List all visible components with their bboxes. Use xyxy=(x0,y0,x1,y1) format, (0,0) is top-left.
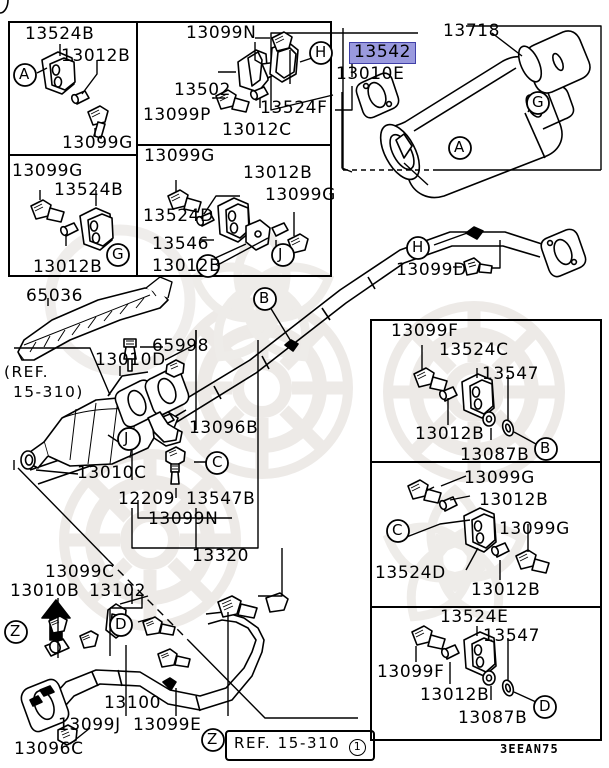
label-13099C[interactable]: 13099C xyxy=(45,562,115,582)
callout-D-frontpipe: D xyxy=(115,615,128,633)
label-13012B-p1[interactable]: 13012B xyxy=(61,46,131,66)
label-13012B-p4a[interactable]: 13012B xyxy=(243,163,313,183)
label-13099E[interactable]: 13099E xyxy=(133,715,202,735)
callout-J-catalyst: J xyxy=(124,429,130,447)
label-13012C-p3[interactable]: 13012C xyxy=(222,120,292,140)
heat-shield xyxy=(17,276,173,372)
panel-top-mid-a-art xyxy=(212,31,319,113)
panel-frames xyxy=(8,21,602,741)
label-13099F-r1[interactable]: 13099F xyxy=(391,321,459,341)
label-13102[interactable]: 13102 xyxy=(89,581,147,601)
label-13524E-r3[interactable]: 13524E xyxy=(440,607,509,627)
callout-circles xyxy=(4,41,558,752)
ref-note-line2: 15-310) xyxy=(13,383,84,401)
label-13012B-p2[interactable]: 13012B xyxy=(33,257,103,277)
callout-B-right1: B xyxy=(540,439,551,457)
label-13099G-p4b[interactable]: 13099G xyxy=(265,185,336,205)
callout-B-midpipe: B xyxy=(259,289,270,307)
label-13099P-p3[interactable]: 13099P xyxy=(143,105,211,125)
callout-A-panel1: A xyxy=(19,65,30,83)
panel-right-3-art xyxy=(411,625,537,703)
bolt-c xyxy=(142,616,176,636)
label-13010D[interactable]: 13010D xyxy=(95,350,166,370)
label-65998[interactable]: 65998 xyxy=(152,336,210,356)
label-13542-highlighted[interactable]: 13542 xyxy=(349,42,417,64)
ref-box[interactable]: REF. 15-310 1 xyxy=(225,730,375,761)
callout-G-muffler: G xyxy=(532,93,545,111)
label-13524B-p1[interactable]: 13524B xyxy=(25,24,95,44)
label-13087B-r1[interactable]: 13087B xyxy=(460,445,530,465)
panel-right-1-art xyxy=(413,345,537,445)
bolt-b xyxy=(79,630,99,649)
label-13099G-p4a[interactable]: 13099G xyxy=(144,146,215,166)
panel-top-left-b-art xyxy=(30,190,119,253)
label-13087B-r3[interactable]: 13087B xyxy=(458,708,528,728)
label-13546-p4[interactable]: 13546 xyxy=(152,234,210,254)
callout-H-midpipe: H xyxy=(412,238,424,256)
label-13524F-p3[interactable]: 13524F xyxy=(260,98,328,118)
panel-top-mid-b-art xyxy=(167,180,309,269)
ref-box-marker-Z: Z xyxy=(207,730,218,748)
label-13010C[interactable]: 13010C xyxy=(77,463,147,483)
label-65036[interactable]: 65036 xyxy=(26,286,84,306)
label-13100[interactable]: 13100 xyxy=(104,693,162,713)
label-13099G-p2[interactable]: 13099G xyxy=(12,161,83,181)
label-13012B-r2b[interactable]: 13012B xyxy=(471,580,541,600)
callout-A-muffler: A xyxy=(454,138,465,156)
label-13099G-p1[interactable]: 13099G xyxy=(62,133,133,153)
label-13099N-p3[interactable]: 13099N xyxy=(186,23,257,43)
ref-box-text: REF. 15-310 xyxy=(234,734,341,752)
label-13524C-r1[interactable]: 13524C xyxy=(439,340,509,360)
label-13547B[interactable]: 13547B xyxy=(186,489,256,509)
panel-top-left-a-art xyxy=(36,44,109,139)
bolt-d xyxy=(157,648,191,668)
label-13096C[interactable]: 13096C xyxy=(14,739,84,759)
label-13547-r3[interactable]: 13547 xyxy=(483,626,541,646)
callout-G-panel2: G xyxy=(112,245,125,263)
label-13502-p3[interactable]: 13502 xyxy=(174,80,232,100)
callout-C-right2: C xyxy=(392,521,404,539)
callout-H-panel3: H xyxy=(315,43,327,61)
label-12209[interactable]: 12209 xyxy=(118,489,176,509)
label-13099D[interactable]: 13099D xyxy=(396,260,467,280)
ref-box-circle-1: 1 xyxy=(348,739,366,756)
label-13524D-r2[interactable]: 13524D xyxy=(375,563,446,583)
label-13320[interactable]: 13320 xyxy=(192,546,250,566)
diagonal-guide xyxy=(17,467,358,719)
diagram-id-code: 3EEAN75 xyxy=(500,742,559,756)
label-13099G-r2b[interactable]: 13099G xyxy=(499,519,570,539)
panel-right-2-art xyxy=(403,475,550,580)
label-13099G-r2a[interactable]: 13099G xyxy=(464,468,535,488)
label-13010B[interactable]: 13010B xyxy=(10,581,80,601)
label-13010E[interactable]: 13010E xyxy=(336,64,405,84)
label-13012B-r3[interactable]: 13012B xyxy=(420,685,490,705)
label-13524B-p2[interactable]: 13524B xyxy=(54,180,124,200)
callout-D-right3: D xyxy=(539,697,552,715)
label-13099N-main[interactable]: 13099N xyxy=(148,509,219,529)
callout-J-panel4: J xyxy=(278,245,284,263)
label-13524D-p4[interactable]: 13524D xyxy=(143,206,214,226)
label-13099J[interactable]: 13099J xyxy=(58,715,121,735)
label-13096B[interactable]: 13096B xyxy=(189,418,259,438)
ref-note-line1: (REF. xyxy=(4,363,49,381)
label-13012B-r2a[interactable]: 13012B xyxy=(479,490,549,510)
label-13547-r1[interactable]: 13547 xyxy=(482,364,540,384)
label-13012B-p4b[interactable]: 13012B xyxy=(152,256,222,276)
label-13099F-r3[interactable]: 13099F xyxy=(377,662,445,682)
label-13012B-r1[interactable]: 13012B xyxy=(415,424,485,444)
callout-Z-frontpipe: Z xyxy=(10,622,21,640)
label-13718[interactable]: 13718 xyxy=(443,21,501,41)
callout-C-catalyst: C xyxy=(212,453,224,471)
